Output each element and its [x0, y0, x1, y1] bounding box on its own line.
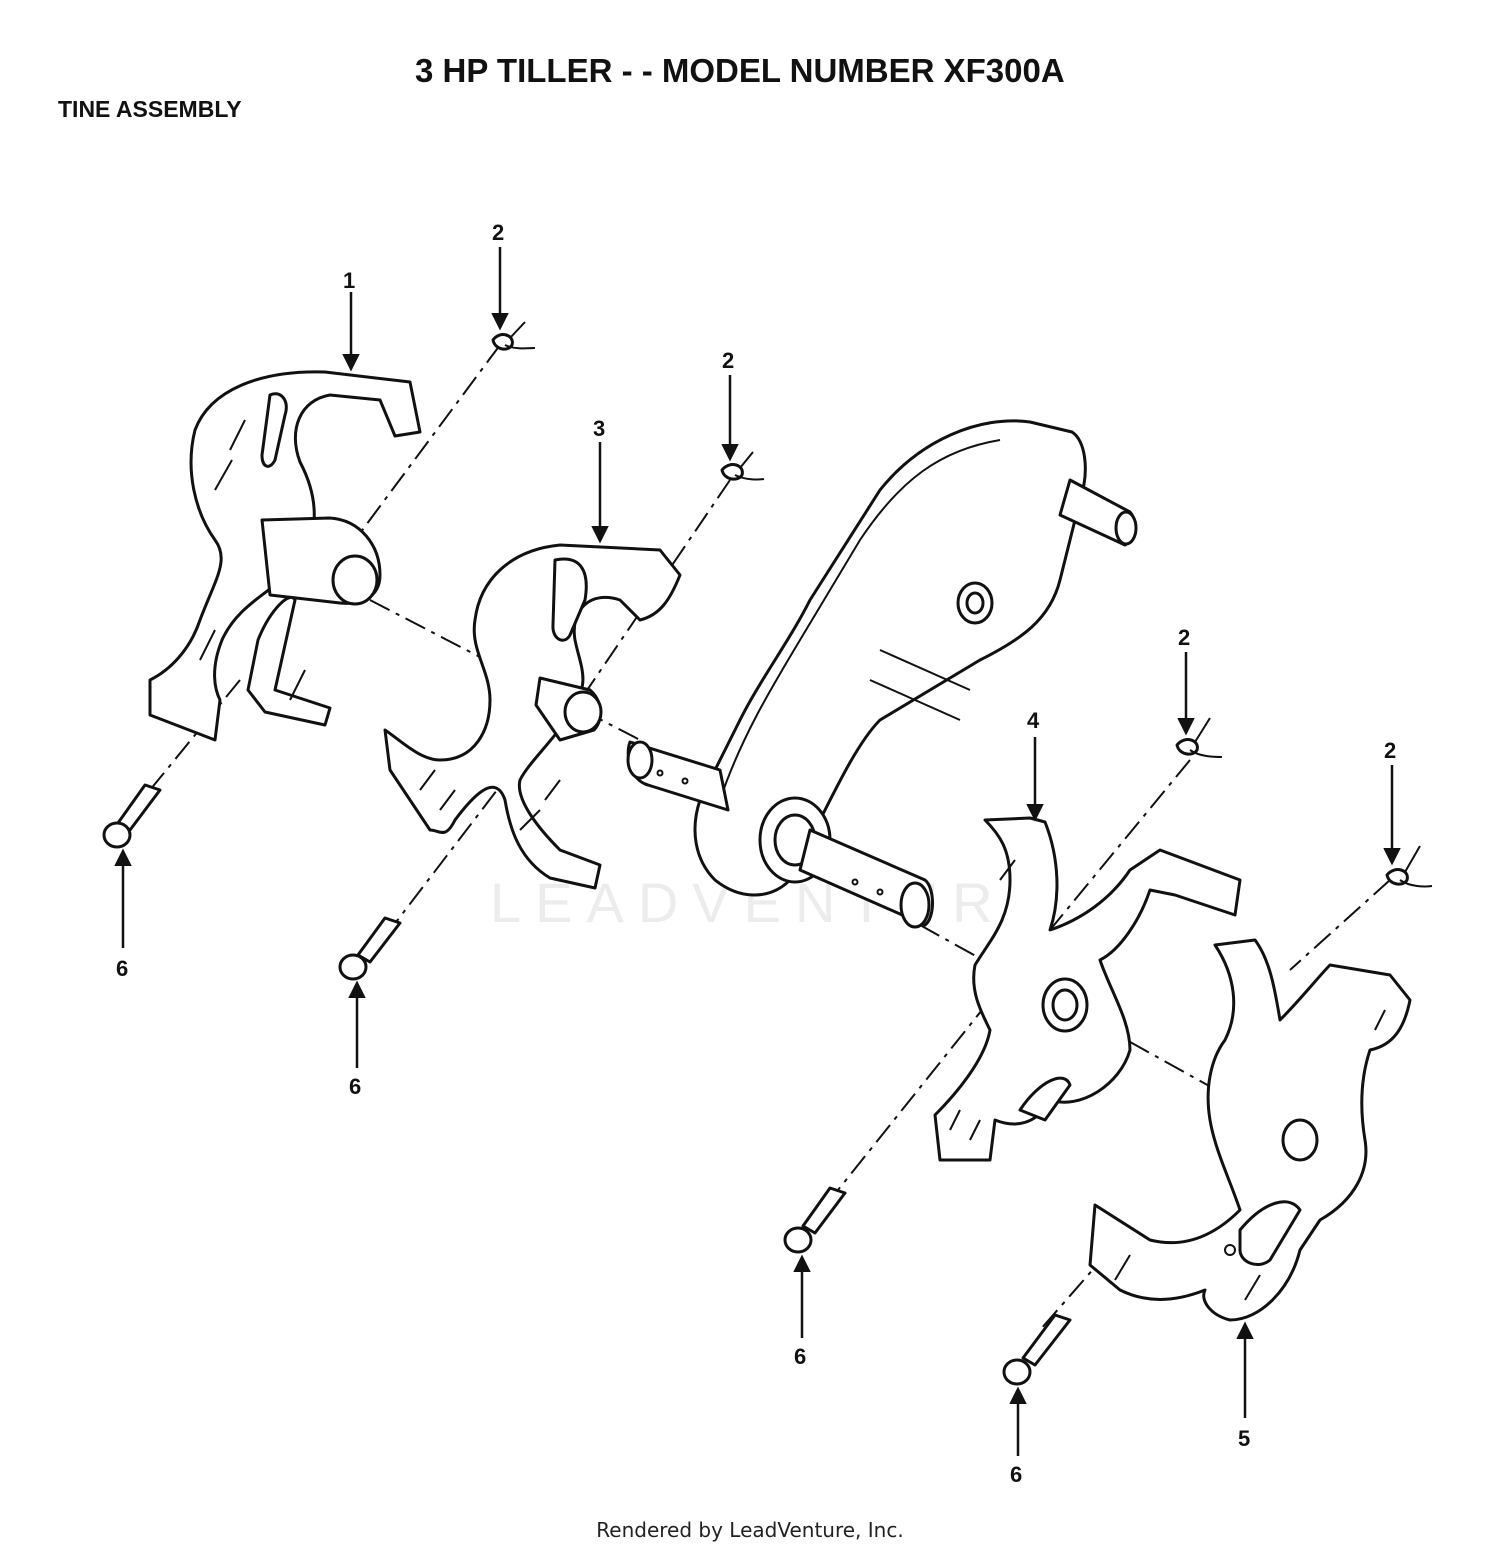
- callout-6: 6: [349, 1074, 361, 1099]
- hairpin-clips: [491, 321, 1433, 888]
- callout-4: 4: [1027, 708, 1040, 733]
- callout-5: 5: [1238, 1426, 1250, 1451]
- tine-right-inner: [933, 816, 1242, 1162]
- callout-2: 2: [1384, 738, 1396, 763]
- callout-1: 1: [343, 268, 355, 293]
- leader-arrows: [114, 247, 1401, 1456]
- callout-6: 6: [1010, 1462, 1022, 1487]
- page-title: 3 HP TILLER - - MODEL NUMBER XF300A: [415, 52, 1065, 89]
- render-credit: Rendered by LeadVenture, Inc.: [596, 1518, 904, 1542]
- callout-2: 2: [722, 348, 734, 373]
- gearbox-with-axle: [626, 419, 1138, 929]
- tine-left-inner: [383, 543, 682, 890]
- callout-6: 6: [794, 1344, 806, 1369]
- callout-3: 3: [593, 416, 605, 441]
- tine-right-outer: [1088, 938, 1412, 1322]
- assembly-name: TINE ASSEMBLY: [58, 96, 242, 122]
- tine-left-outer: [148, 370, 422, 742]
- callout-2: 2: [1178, 625, 1190, 650]
- callout-labels: 1 2 2 3 2 2 4 5 6 6 6 6: [116, 220, 1396, 1487]
- callout-2: 2: [492, 220, 504, 245]
- bolts: [102, 783, 1072, 1386]
- callout-6: 6: [116, 956, 128, 981]
